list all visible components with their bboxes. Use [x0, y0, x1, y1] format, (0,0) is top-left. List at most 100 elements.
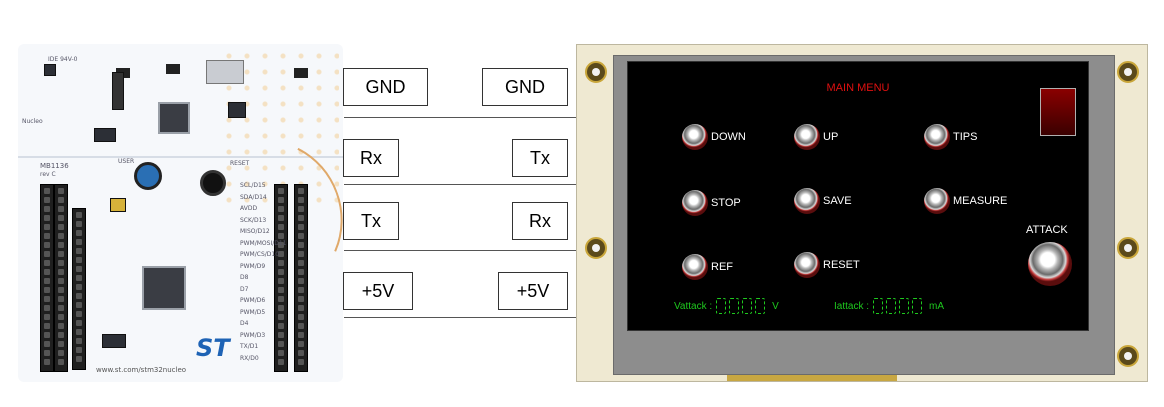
down-button[interactable]: DOWN: [682, 124, 746, 150]
stm32-mcu: [142, 266, 186, 310]
flex-cable: [727, 375, 897, 381]
seven-seg-digit: [873, 298, 884, 314]
pin-silk-label: SDA/D14: [240, 193, 267, 201]
pin-left-5v: +5V: [343, 272, 413, 310]
ref-label: REF: [711, 261, 733, 273]
up-knob-icon: [794, 124, 820, 150]
save-button[interactable]: SAVE: [794, 188, 852, 214]
board-silk-nucleo: Nucleo: [22, 118, 43, 125]
nucleo-board: IDE 94V-0 Nucleo MB1136 rev C USER RESET…: [18, 44, 343, 382]
board-url: www.st.com/stm32nucleo: [96, 366, 187, 374]
save-label: SAVE: [823, 195, 852, 207]
vattack-label: Vattack :: [674, 300, 713, 312]
morpho-header-left-a: [40, 184, 54, 372]
divider-line-4: [344, 317, 576, 318]
crystal: [94, 128, 116, 142]
jumper-cn4: [294, 68, 308, 78]
morpho-header-left-b: [54, 184, 68, 372]
pin-silk-label: D8: [240, 274, 249, 281]
display-module: MAIN MENU DOWN UP TIPS STOP SAVE MEASURE: [576, 44, 1148, 382]
pin-silk-label: SCL/D15: [240, 182, 266, 189]
down-label: DOWN: [711, 131, 746, 143]
pin-left-gnd: GND: [343, 68, 428, 106]
morpho-header-right: [294, 184, 308, 372]
lcd-screen: MAIN MENU DOWN UP TIPS STOP SAVE MEASURE: [627, 61, 1089, 331]
menu-title: MAIN MENU: [826, 82, 890, 94]
board-silk-top: IDE 94V-0: [48, 56, 78, 63]
arduino-header-right: [274, 184, 288, 372]
attack-label: ATTACK: [1026, 224, 1068, 236]
tips-button[interactable]: TIPS: [924, 124, 977, 150]
divider-line-2: [344, 184, 576, 185]
pin-left-tx: Tx: [343, 202, 399, 240]
pin-silk-label: PWM/D9: [240, 262, 266, 270]
led-ld1: [44, 64, 56, 76]
reset-label: RESET: [823, 259, 860, 271]
pin-silk-label: TX/D1: [240, 343, 259, 350]
seven-seg-digit: [899, 298, 910, 314]
pin-silk-label: D4: [240, 320, 249, 327]
seven-seg-digit: [755, 298, 766, 314]
stlink-header: [112, 72, 124, 110]
iattack-digits: [873, 298, 925, 314]
measure-knob-icon: [924, 188, 950, 214]
seven-seg-digit: [912, 298, 923, 314]
board-silk-user: USER: [118, 158, 135, 165]
pin-right-gnd: GND: [482, 68, 568, 106]
ref-button[interactable]: REF: [682, 254, 733, 280]
pin-left-rx: Rx: [343, 139, 399, 177]
pin-right-rx: Rx: [512, 202, 568, 240]
measure-button[interactable]: MEASURE: [924, 188, 1007, 214]
attack-knob-icon: [1028, 242, 1072, 286]
pin-silk-label: MISO/D12: [240, 228, 270, 235]
up-button[interactable]: UP: [794, 124, 838, 150]
pin-silk-label: D7: [240, 285, 249, 293]
status-indicator: [1040, 88, 1076, 136]
seven-seg-digit: [716, 298, 727, 314]
board-silk-reset: RESET: [230, 160, 250, 167]
pin-silk-label: PWM/D3: [240, 331, 266, 339]
vattack-readout: Vattack : V: [674, 298, 779, 314]
mount-hole-bottom-right: [1117, 345, 1139, 367]
seven-seg-digit: [742, 298, 753, 314]
down-knob-icon: [682, 124, 708, 150]
tips-label: TIPS: [953, 131, 978, 143]
board-silk-rev: rev C: [40, 171, 56, 178]
stop-knob-icon: [682, 190, 708, 216]
pin-right-5v: +5V: [498, 272, 568, 310]
divider-line-1: [344, 117, 576, 118]
jumper-cn3: [166, 64, 180, 74]
mount-hole-top-right: [1117, 61, 1139, 83]
vattack-digits: [716, 298, 768, 314]
pin-silk-label: AVDD: [240, 205, 258, 212]
pin-silk-label: SCK/D13: [240, 216, 267, 224]
reset-screen-button[interactable]: RESET: [794, 252, 860, 278]
board-split-line: [18, 156, 343, 158]
board-silk-mb: MB1136: [40, 162, 69, 170]
pin-silk-label: RX/D0: [240, 354, 259, 362]
stop-button[interactable]: STOP: [682, 190, 741, 216]
iattack-readout: Iattack : mA: [834, 298, 944, 314]
pin-silk-label: PWM/D6: [240, 297, 266, 304]
st-logo: ST: [196, 334, 230, 362]
iattack-label: Iattack :: [834, 300, 870, 312]
pin-silk-label: PWM/MOSI/D11: [240, 239, 287, 247]
up-label: UP: [823, 131, 839, 143]
pin-silk-label: PWM/CS/D10: [240, 251, 280, 258]
pin-silk-label: PWM/D5: [240, 308, 266, 316]
attack-button[interactable]: [1028, 242, 1072, 286]
mini-usb-connector: [206, 60, 244, 84]
stlink-mcu: [158, 102, 190, 134]
save-knob-icon: [794, 188, 820, 214]
measure-label: MEASURE: [953, 195, 1008, 207]
vattack-unit: V: [772, 300, 779, 312]
lower-crystal: [102, 334, 126, 348]
mount-hole-top-left: [585, 61, 607, 83]
user-button: [134, 162, 162, 190]
ref-knob-icon: [682, 254, 708, 280]
regulator-chip: [228, 102, 246, 118]
mount-hole-mid-left: [585, 237, 607, 259]
seven-seg-digit: [729, 298, 740, 314]
pin-right-tx: Tx: [512, 139, 568, 177]
divider-line-3: [344, 250, 576, 251]
